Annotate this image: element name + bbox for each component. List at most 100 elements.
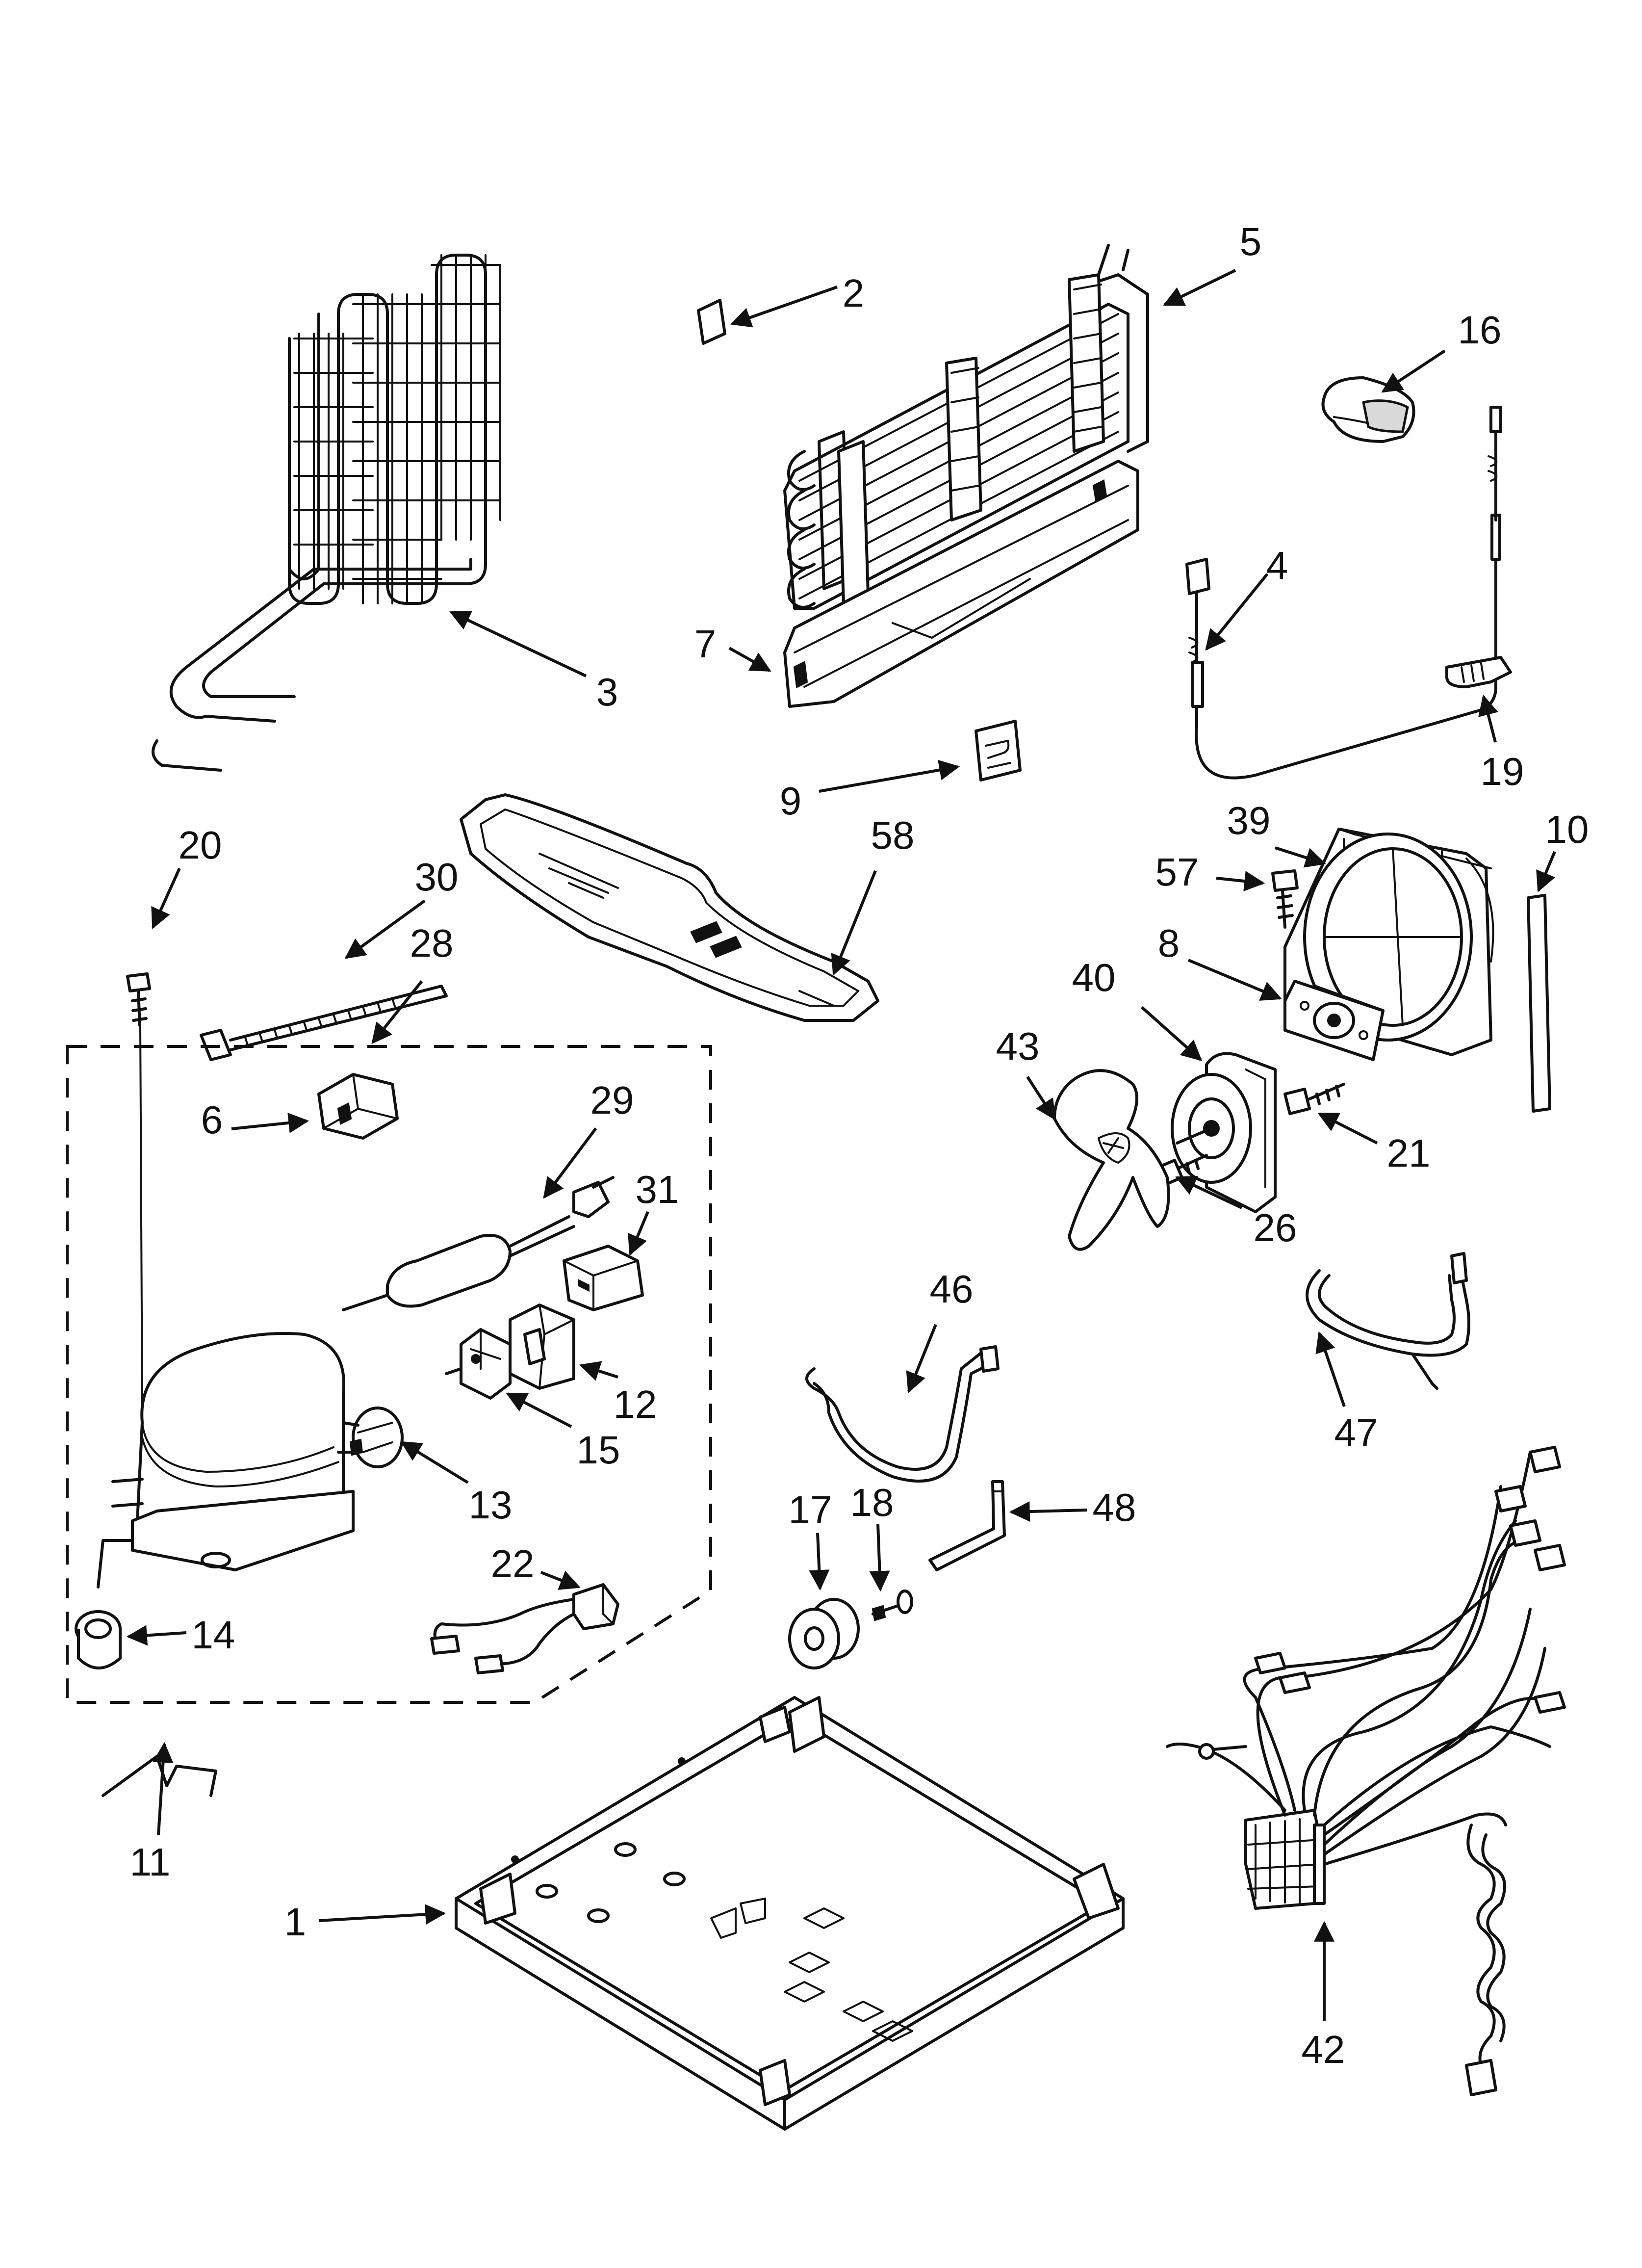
part-31-relay-cover	[563, 1245, 644, 1311]
leader-20	[151, 867, 181, 929]
leader-8	[1187, 959, 1282, 1001]
callout-8: 8	[1158, 921, 1180, 965]
leader-28	[371, 980, 423, 1044]
part-2-gasket	[697, 299, 726, 345]
part-57-screw	[1271, 869, 1299, 929]
part-9-clip	[975, 720, 1022, 782]
part-16-pad	[1321, 376, 1415, 443]
leader-58	[831, 870, 877, 976]
part-29-dryer	[342, 1176, 615, 1311]
callout-43: 43	[996, 1024, 1040, 1068]
leader-39	[1275, 846, 1327, 868]
part-12-relay	[509, 1303, 575, 1390]
callout-19: 19	[1481, 750, 1524, 793]
leader-21	[1317, 1112, 1378, 1145]
part-20-screw	[126, 972, 151, 1027]
part-22-plug	[430, 1583, 619, 1674]
leader-18	[869, 1523, 890, 1592]
part-28-assembly-outline	[66, 1045, 712, 1704]
leader-9	[819, 759, 960, 793]
callout-4: 4	[1266, 544, 1288, 587]
callout-39: 39	[1227, 799, 1271, 842]
callout-22: 22	[491, 1542, 535, 1586]
leader-31	[628, 1211, 649, 1256]
callout-18: 18	[850, 1481, 894, 1524]
callout-29: 29	[590, 1078, 634, 1122]
callout-10: 10	[1545, 808, 1589, 851]
callouts: 1 2 3 4 5 6 7 8 9 10 11 12 13 14 15 16 1…	[129, 220, 1589, 2071]
leader-14	[126, 1625, 187, 1646]
callout-57: 57	[1155, 850, 1199, 894]
leader-1	[318, 1904, 446, 1925]
part-18-rivet	[872, 1590, 913, 1621]
part-1-base-frame	[455, 1696, 1125, 2131]
callout-7: 7	[694, 622, 717, 666]
leader-26	[1175, 1176, 1243, 1209]
part-46-tube	[805, 1345, 1000, 1483]
callout-47: 47	[1334, 1411, 1378, 1455]
callout-2: 2	[843, 271, 865, 315]
part-17-grommet	[788, 1598, 860, 1669]
callout-11: 11	[129, 1840, 170, 1884]
part-8-bracket	[1283, 980, 1385, 1061]
part-47-tube	[1306, 1252, 1470, 1390]
callout-40: 40	[1072, 956, 1116, 999]
leader-47	[1315, 1331, 1346, 1407]
callout-42: 42	[1302, 2028, 1345, 2071]
part-48-tube	[928, 1480, 1006, 1571]
leader-13	[400, 1441, 469, 1484]
part-58-drain-pan	[460, 793, 879, 1022]
leader-3	[449, 611, 587, 678]
part-15-start-device	[445, 1328, 512, 1400]
callout-28: 28	[410, 921, 454, 965]
callout-46: 46	[930, 1267, 974, 1311]
leader-57	[1216, 871, 1265, 891]
leader-16	[1381, 349, 1446, 393]
leader-29	[543, 1127, 597, 1199]
callout-1: 1	[284, 1900, 307, 1944]
leader-30	[344, 899, 426, 959]
ground-wire	[139, 1024, 143, 1414]
part-21-screw	[1283, 1083, 1345, 1115]
part-11-wire	[102, 1755, 217, 1797]
callout-6: 6	[201, 1098, 223, 1142]
part-40-motor	[1171, 1052, 1277, 1213]
part-10-strip	[1527, 894, 1551, 1113]
leaders	[126, 269, 1556, 2021]
callout-5: 5	[1240, 220, 1262, 263]
leader-4	[1205, 573, 1269, 651]
callout-16: 16	[1458, 308, 1502, 352]
part-7-drain-trough	[783, 460, 1139, 708]
callout-58: 58	[871, 813, 915, 857]
leader-10	[1536, 851, 1556, 892]
leader-6	[231, 1113, 309, 1133]
callout-13: 13	[469, 1483, 513, 1527]
part-43-fan-blade	[1053, 1069, 1170, 1251]
part-6-connector	[317, 1073, 399, 1140]
part-30-cable-tie	[200, 985, 448, 1061]
leader-15	[506, 1392, 572, 1428]
part-4-thermistor	[1185, 406, 1502, 780]
callout-14: 14	[192, 1613, 235, 1657]
callout-48: 48	[1093, 1486, 1136, 1529]
callout-31: 31	[636, 1168, 679, 1211]
part-42-wire-harness	[1166, 1446, 1566, 2096]
part-3-condenser	[152, 254, 501, 772]
leader-43	[1026, 1076, 1056, 1121]
leader-11	[153, 1742, 174, 1835]
callout-20: 20	[179, 823, 222, 867]
part-13-terminal-cover	[349, 1407, 404, 1468]
leader-22	[540, 1570, 581, 1590]
leader-2	[730, 286, 838, 328]
leader-19	[1478, 694, 1498, 743]
callout-21: 21	[1387, 1131, 1431, 1175]
callout-17: 17	[789, 1488, 832, 1532]
leader-46	[906, 1324, 937, 1393]
callout-26: 26	[1254, 1206, 1297, 1250]
part-19-clip	[1445, 656, 1512, 688]
leader-7	[728, 647, 771, 672]
leader-17	[809, 1533, 830, 1591]
leader-48	[1009, 1501, 1087, 1522]
callout-12: 12	[614, 1382, 657, 1426]
